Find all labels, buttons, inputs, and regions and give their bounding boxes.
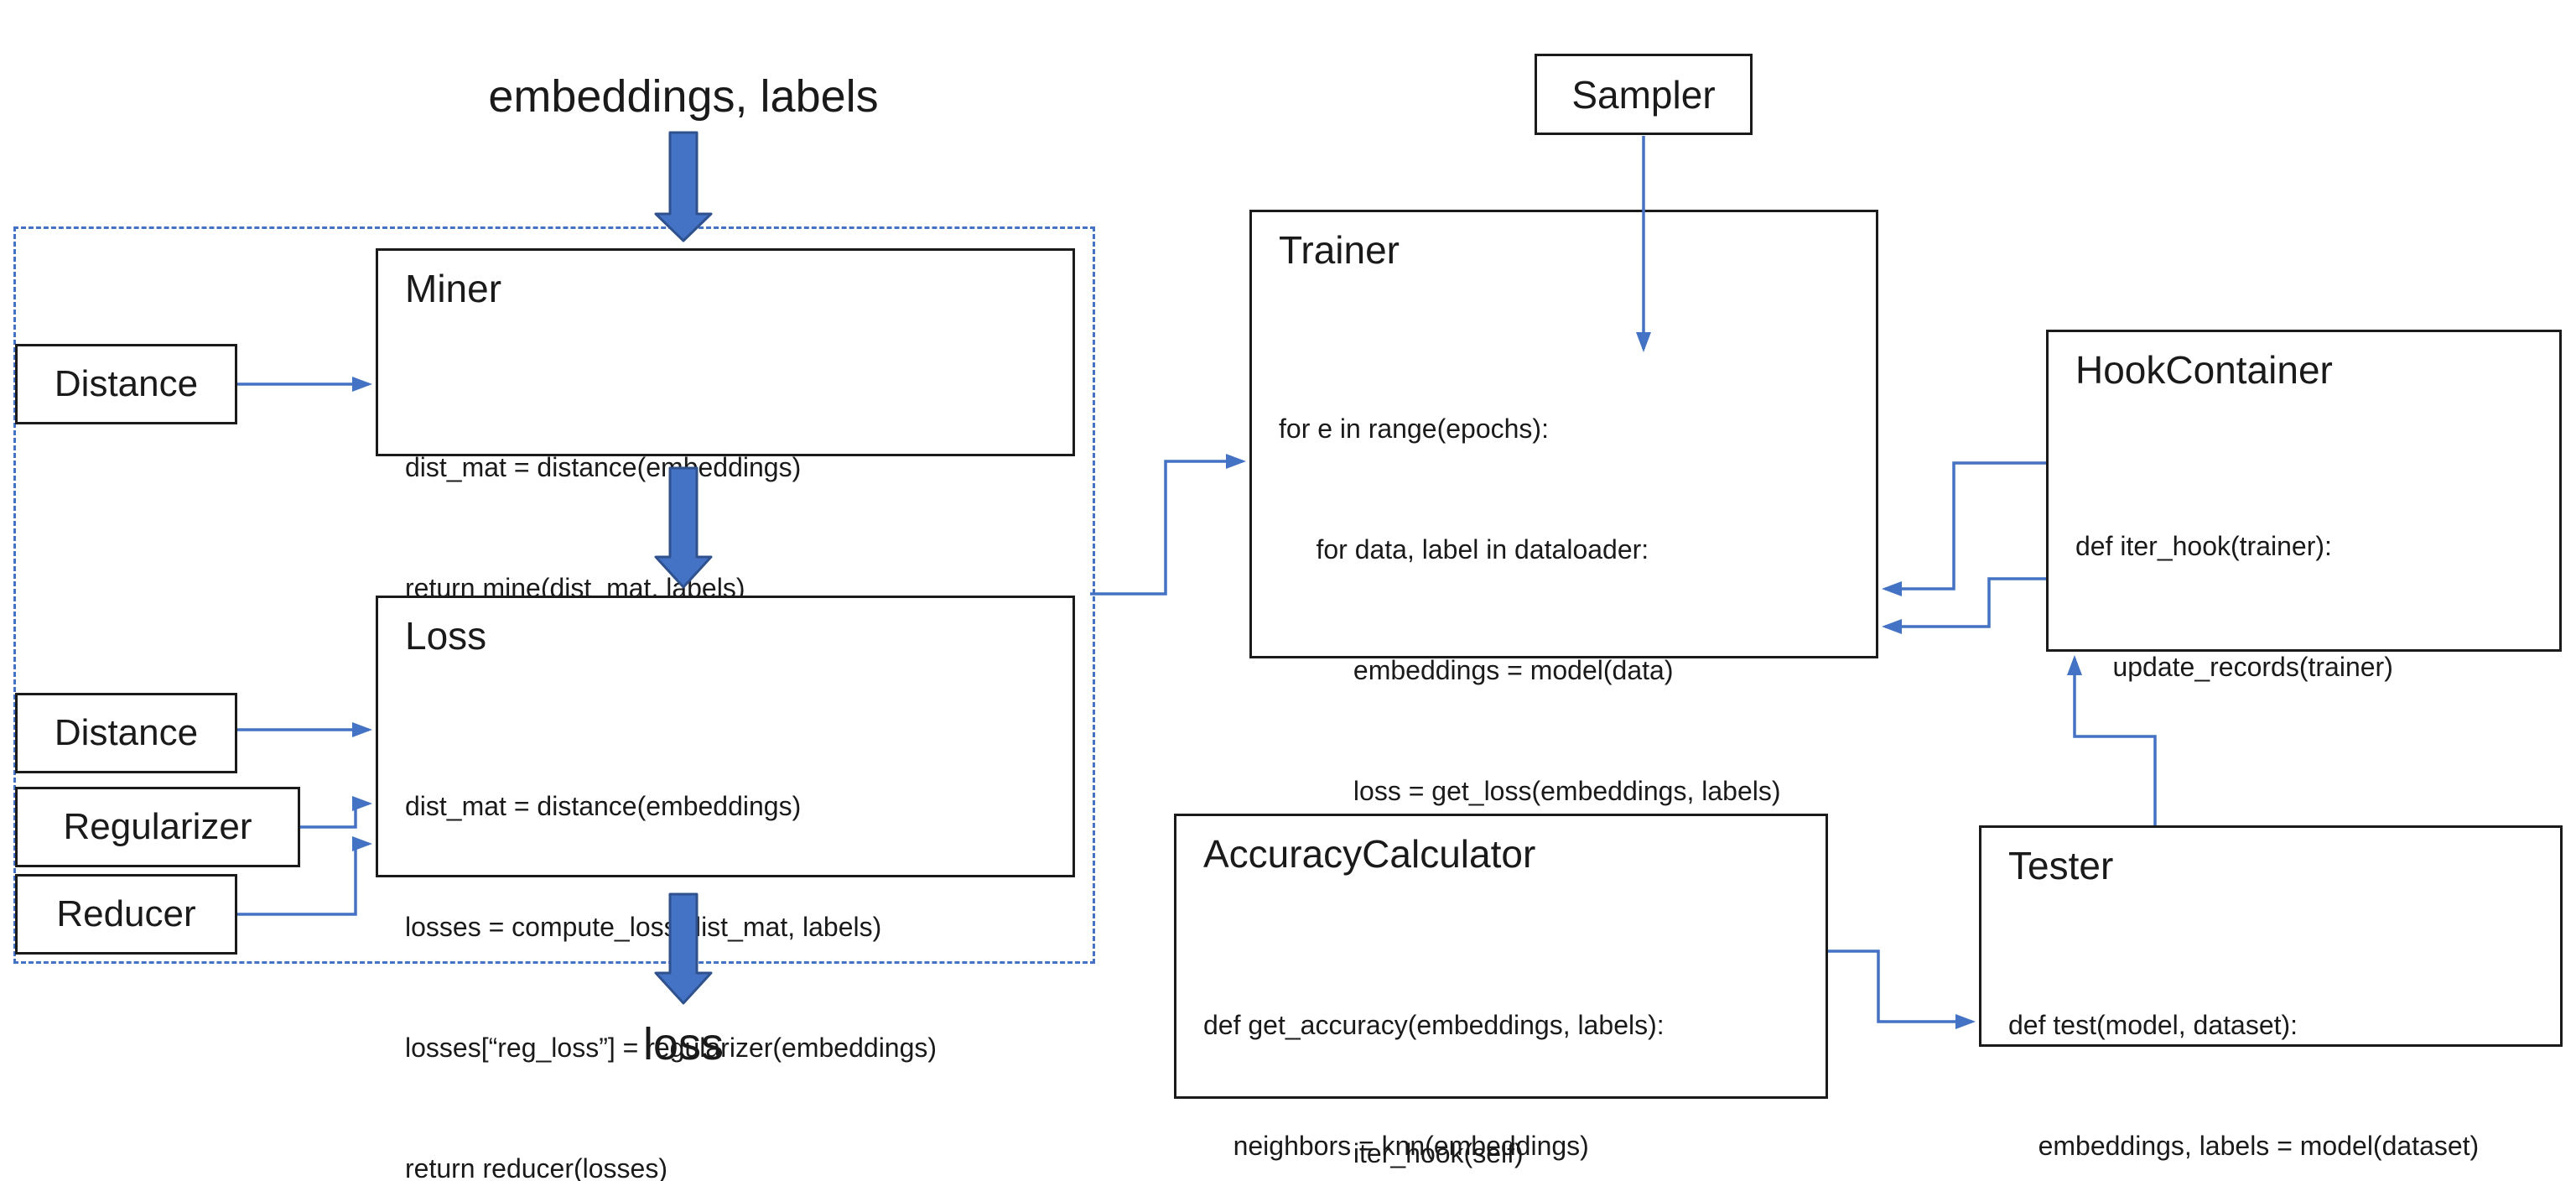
- loss-box: Loss dist_mat = distance(embeddings) los…: [376, 596, 1075, 1181]
- code-line: for data, label in dataloader:: [1279, 534, 1649, 564]
- tester-code: def test(model, dataset): embeddings, la…: [2008, 924, 2553, 1181]
- reducer-box: Reducer: [15, 874, 237, 955]
- code-line: embeddings, labels = model(dataset): [2008, 1131, 2480, 1161]
- sampler-box: Sampler: [1535, 54, 1753, 135]
- code-line: def test(model, dataset):: [2008, 1010, 2298, 1040]
- distance-label: Distance: [54, 363, 199, 404]
- code-line: dist_mat = distance(embeddings): [405, 452, 802, 482]
- code-line: losses = compute_loss(dist_mat, labels): [405, 912, 882, 942]
- miner-title: Miner: [405, 267, 502, 310]
- input-label: embeddings, labels: [488, 71, 879, 122]
- code-line: embeddings = model(data): [1279, 655, 1674, 685]
- miner-box: Miner dist_mat = distance(embeddings) re…: [376, 248, 1075, 603]
- connector-hook-epoch-to-trainer: [1882, 577, 2046, 634]
- accuracy-calculator-box: AccuracyCalculator def get_accuracy(embe…: [1174, 814, 1828, 1161]
- code-line: update_records(trainer): [2075, 652, 2393, 682]
- distance-label: Distance: [54, 712, 199, 753]
- code-line: return reducer(losses): [405, 1153, 667, 1181]
- reducer-label: Reducer: [56, 893, 196, 934]
- tester-title: Tester: [2008, 844, 2114, 887]
- code-line: iter_hook(self): [1279, 1138, 1524, 1168]
- code-line: neighbors = knn(embeddings): [1203, 1131, 1589, 1161]
- trainer-box: Trainer for e in range(epochs): for data…: [1249, 210, 1878, 1168]
- accuracy-calculator-code: def get_accuracy(embeddings, labels): ne…: [1203, 924, 1819, 1181]
- code-line: def get_accuracy(embeddings, labels):: [1203, 1010, 1665, 1040]
- block-arrow-input-to-miner: [654, 131, 713, 242]
- hook-container-box: HookContainer def iter_hook(trainer): up…: [2046, 330, 2562, 1044]
- code-line: def iter_hook(trainer):: [2075, 531, 2332, 561]
- accuracy-calculator-title: AccuracyCalculator: [1203, 832, 1536, 876]
- code-line: [2075, 767, 2553, 808]
- distance-box-bottom: Distance: [15, 693, 237, 773]
- distance-box-top: Distance: [15, 344, 237, 424]
- connector-loss-to-trainer: [1090, 454, 1246, 596]
- trainer-title: Trainer: [1279, 228, 1400, 272]
- regularizer-label: Regularizer: [63, 806, 252, 847]
- connector-hook-iter-to-trainer: [1882, 461, 2046, 596]
- sampler-label: Sampler: [1571, 72, 1716, 117]
- loss-title: Loss: [405, 614, 487, 658]
- code-line: for e in range(epochs):: [1279, 414, 1549, 444]
- hook-container-title: HookContainer: [2075, 348, 2333, 392]
- output-label: loss: [642, 1019, 724, 1069]
- loss-code: dist_mat = distance(embeddings) losses =…: [405, 705, 1066, 1181]
- regularizer-box: Regularizer: [15, 787, 300, 867]
- code-line: dist_mat = distance(embeddings): [405, 791, 802, 821]
- code-line: losses[“reg_loss”] = regularizer(embeddi…: [405, 1033, 937, 1063]
- code-line: loss = get_loss(embeddings, labels): [1279, 776, 1781, 806]
- tester-box: Tester def test(model, dataset): embeddi…: [1979, 825, 2563, 1161]
